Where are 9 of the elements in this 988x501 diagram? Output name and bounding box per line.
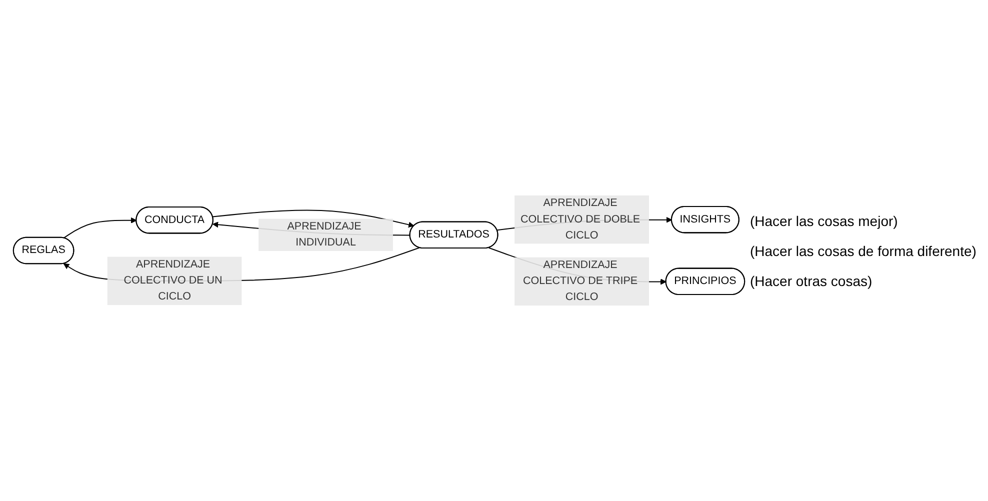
note-text: (Hacer las cosas mejor) bbox=[750, 212, 899, 228]
edge-label: APRENDIZAJE INDIVIDUAL bbox=[287, 220, 362, 248]
arrow bbox=[212, 210, 414, 228]
arrow bbox=[63, 217, 137, 238]
edge-label: APRENDIZAJE COLECTIVO DE UN CICLO bbox=[124, 258, 222, 302]
note-text: (Hacer otras cosas) bbox=[750, 272, 874, 288]
edge-label: APRENDIZAJE COLECTIVO DE DOBLE CICLO bbox=[520, 197, 640, 242]
note-text: (Hacer las cosas de forma diferente) bbox=[750, 242, 978, 258]
edge-label: APRENDIZAJE COLECTIVO DE TRIPE CICLO bbox=[522, 259, 638, 303]
